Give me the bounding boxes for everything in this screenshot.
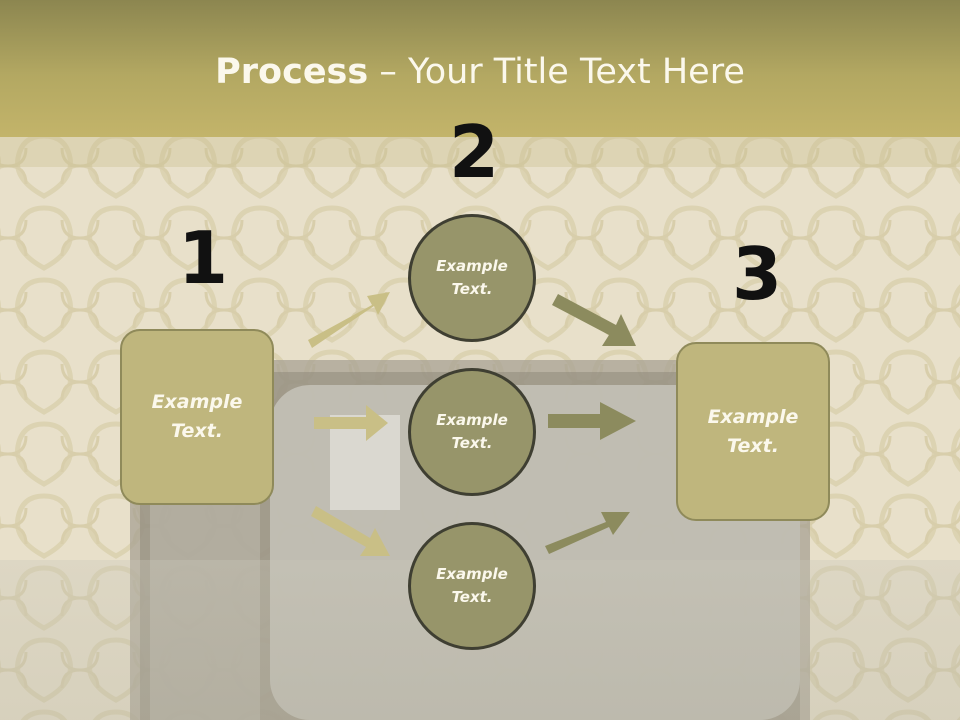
circle-3: Example Text. — [408, 522, 536, 650]
step-1-text: Example Text. — [151, 391, 243, 442]
title-band-fade — [0, 137, 960, 167]
circle-2-text: Example Text. — [436, 411, 508, 452]
arrow-to-circle-3 — [311, 506, 390, 556]
title-bold: Process — [215, 52, 369, 92]
arrow-to-circle-1 — [308, 292, 390, 348]
step-3-box: Example Text. — [676, 342, 830, 521]
title-rest: – Your Title Text Here — [368, 52, 745, 92]
circle-2: Example Text. — [408, 368, 536, 496]
step-number-1: 1 — [178, 216, 229, 300]
step-1-box: Example Text. — [120, 329, 274, 505]
arrow-to-circle-2 — [314, 405, 388, 441]
step-number-3: 3 — [732, 232, 783, 316]
step-3-text: Example Text. — [707, 405, 799, 457]
arrow-from-circle-1 — [552, 294, 636, 346]
arrow-from-circle-2 — [548, 402, 636, 440]
circle-3-text: Example Text. — [436, 565, 508, 606]
circle-1-text: Example Text. — [436, 257, 508, 298]
slide-title: Process – Your Title Text Here — [0, 52, 960, 92]
step-number-2: 2 — [449, 110, 500, 194]
arrow-from-circle-3 — [545, 512, 630, 554]
title-bar — [0, 0, 960, 137]
circle-1: Example Text. — [408, 214, 536, 342]
